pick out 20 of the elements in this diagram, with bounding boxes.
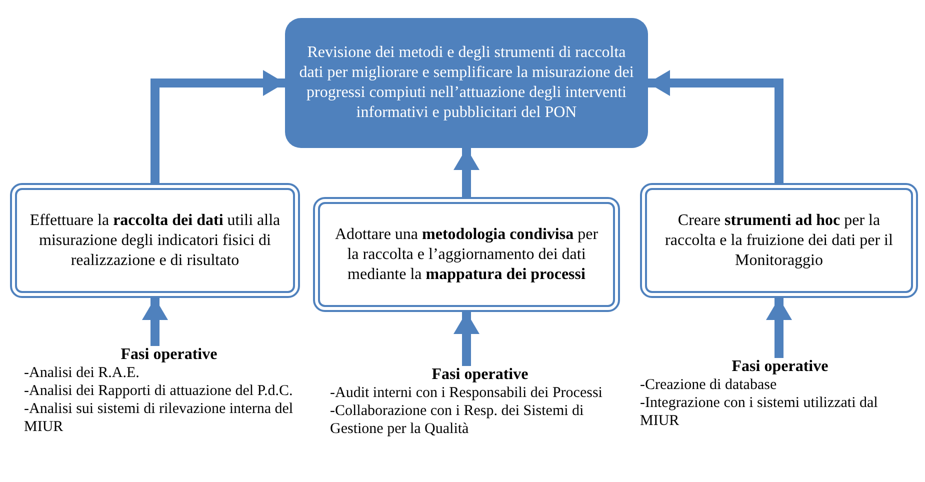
list-item: -Audit interni con i Responsabili dei Processi: [330, 384, 604, 402]
arrow: [766, 298, 792, 358]
arrow: [150, 70, 285, 183]
list-item: -Integrazione con i sistemi utilizzati dal MIUR: [640, 394, 879, 430]
list-item: -Collaborazione con i Resp. dei Sistemi di Gestione per la Qualità: [330, 402, 585, 438]
arrow: [648, 70, 784, 183]
section-heading: Fasi operative: [430, 366, 530, 384]
list-item: -Analisi dei Rapporti di attuazione del P.d.C.: [24, 382, 294, 400]
arrow: [142, 298, 168, 346]
process-box: Creare strumenti ad hoc per la raccolta e la fruizione dei dati per il Monitoraggio: [640, 183, 918, 298]
process-box: Adottare una metodologia condivisa per la raccolta e l’aggiornamento dei dati mediante la mappatura dei processi: [313, 197, 620, 312]
arrow: [454, 312, 480, 366]
list-item: -Creazione di database: [640, 376, 778, 394]
list-item: -Analisi dei R.A.E.: [24, 364, 140, 382]
process-box: Effettuare la raccolta dei dati utili alla misurazione degli indicatori fisici di realizzazione e di risultato: [10, 183, 300, 298]
list-item: -Analisi sui sistemi di rilevazione interna del MIUR: [24, 400, 294, 436]
goal-box: Revisione dei metodi e degli strumenti di raccolta dati per migliorare e semplificare la misurazione dei progressi compiuti nell’attuazione degli interventi informativi e pubblicitari del PON: [285, 18, 648, 148]
section-heading: Fasi operative: [120, 346, 218, 364]
section-heading: Fasi operative: [730, 358, 830, 376]
arrow: [454, 148, 480, 197]
